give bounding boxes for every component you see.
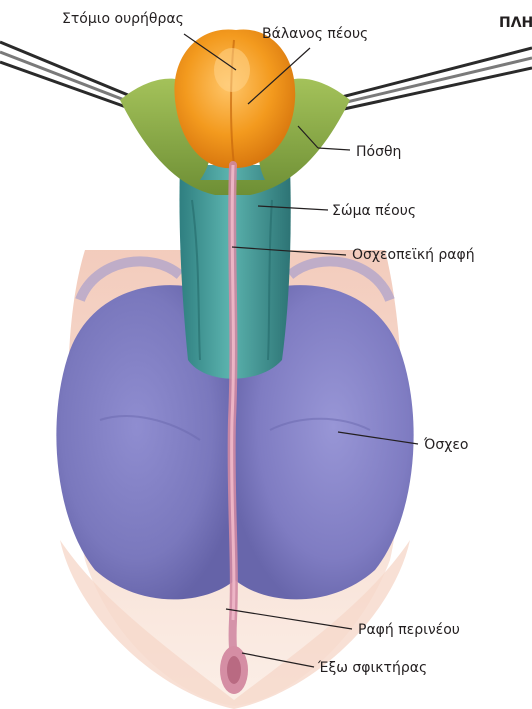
label-foreskin: Πόσθη: [356, 143, 401, 161]
label-scrotum: Όσχεο: [424, 436, 468, 454]
glans: [174, 29, 295, 168]
label-glans: Βάλανος πέους: [262, 25, 368, 43]
label-external-sphincter: Έξω σφικτήρας: [318, 659, 427, 677]
label-scrotal-penile-raphe: Οσχεοπεϊκή ραφή: [352, 246, 475, 264]
label-penile-shaft: Σώμα πέους: [332, 202, 416, 220]
label-perineal-raphe: Ραφή περινέου: [358, 621, 460, 639]
page-header-fragment: ΠΛΗ: [499, 14, 532, 32]
label-urethral-opening: Στόμιο ουρήθρας: [62, 10, 184, 28]
scrotal-penile-raphe: [232, 165, 234, 660]
